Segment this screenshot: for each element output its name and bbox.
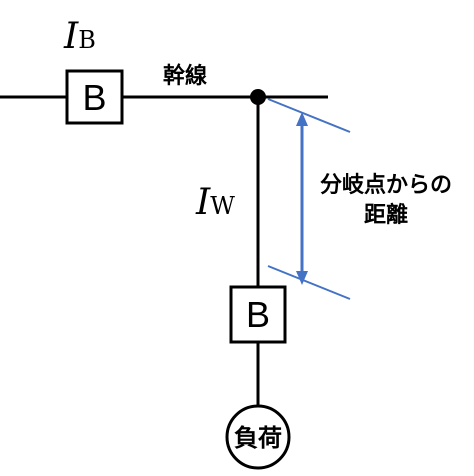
main-line-label: 幹線 — [163, 63, 207, 89]
dimension-extension-top — [267, 98, 351, 133]
distance-label-line1: 分岐点からの — [320, 172, 452, 198]
dimension-arrowhead-bottom — [296, 271, 308, 285]
breaker-letter-bottom: B — [246, 294, 270, 335]
breaker-box-top — [65, 69, 124, 125]
current-ib-label: IB — [63, 16, 96, 57]
current-iw-label: IW — [195, 182, 235, 223]
breaker-letter-top: B — [82, 77, 106, 118]
load-label: 負荷 — [234, 424, 282, 452]
load-circle — [225, 404, 291, 470]
dimension-arrowhead-top — [296, 112, 308, 126]
dimension-extension-bottom — [267, 265, 351, 300]
distance-label-line2: 距離 — [364, 202, 408, 228]
breaker-box-bottom — [229, 285, 287, 344]
